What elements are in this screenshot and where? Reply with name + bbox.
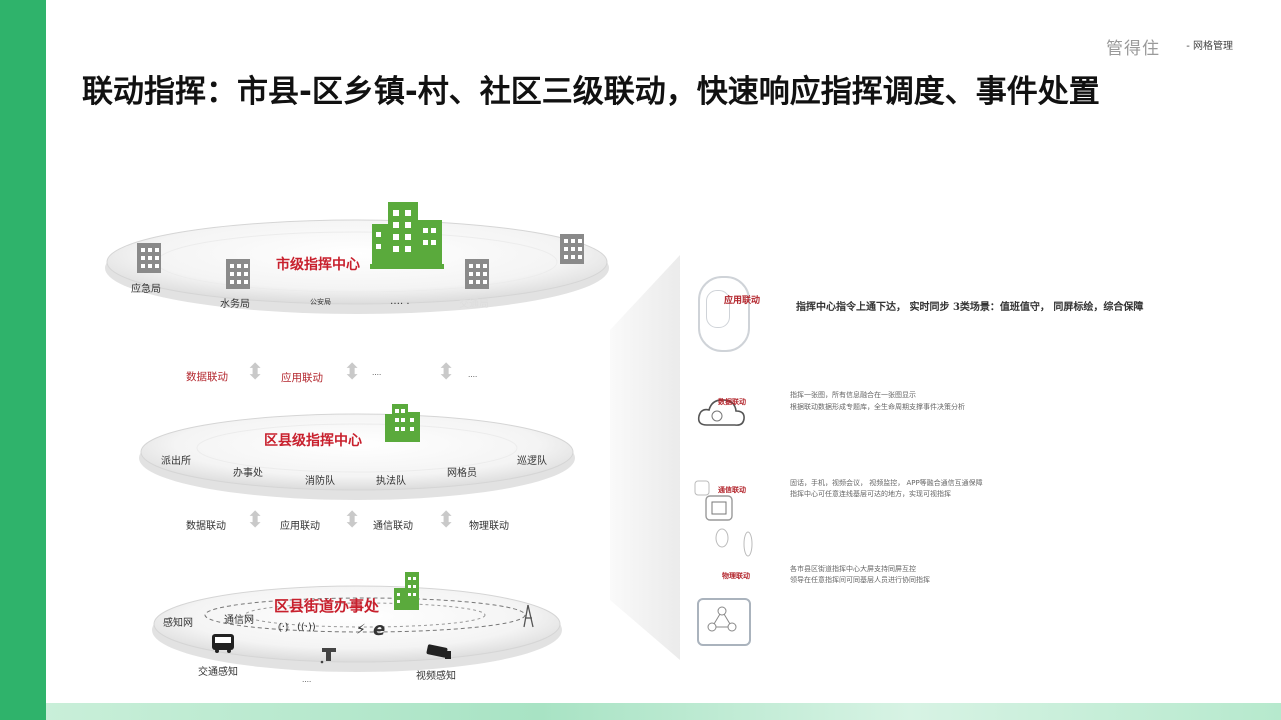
transport-bureau-building-icon <box>465 259 489 289</box>
antenna-icon <box>523 604 534 628</box>
panel-label-data: 数据联动 <box>718 398 746 406</box>
updown-arrow-icon: ⬍ <box>246 360 265 385</box>
panel-label-app: 应用联动 <box>724 296 761 306</box>
logo-subtitle: - 网格管理 <box>1186 41 1233 52</box>
dept-label-police: 公安局 <box>310 298 331 306</box>
city-hq-building-icon <box>370 202 444 269</box>
link1-more-2: …. <box>468 371 478 379</box>
updown-arrow-icon: ⬍ <box>343 508 362 533</box>
panel-label-comm: 通信联动 <box>718 486 746 494</box>
link2-data: 数据联动 <box>186 521 226 532</box>
link1-more-1: …. <box>372 369 382 377</box>
panel-text-data-1: 指挥一张图，所有信息融合在一张图显示 <box>790 391 916 399</box>
updown-arrow-icon: ⬍ <box>246 508 265 533</box>
dept-label-emergency: 应急局 <box>131 284 161 295</box>
page-title: 联动指挥：市县-区乡镇-村、社区三级联动，快速响应指挥调度、事件处置 <box>82 74 1100 110</box>
street-network-ring <box>204 597 526 633</box>
district-hq-building-icon <box>385 404 420 442</box>
app-link-icon <box>698 276 750 352</box>
street-label-video: 视频感知 <box>416 671 456 682</box>
dept-label-water: 水务局 <box>220 299 250 310</box>
communication-icon <box>692 478 762 560</box>
unit-label-patrol: 巡逻队 <box>517 456 547 467</box>
dept-label-more: …. . <box>390 296 410 307</box>
updown-arrow-icon: ⬍ <box>343 360 362 385</box>
panel-text-data-2: 根据联动数据形成专题库，全生命周期支撑事件决策分析 <box>790 403 965 411</box>
district-center-title: 区县级指挥中心 <box>264 433 362 449</box>
updown-arrow-icon: ⬍ <box>437 508 456 533</box>
app-link-inner-ring <box>706 290 730 328</box>
street-office-building-icon <box>394 572 419 610</box>
street-label-traffic: 交通感知 <box>198 667 238 678</box>
link1-app: 应用联动 <box>281 372 323 384</box>
panel-text-physical-2: 领导在任意指挥间可同基层人员进行协同指挥 <box>790 576 930 584</box>
panel-text-physical-1: 各市县区街道指挥中心大屏支持同屏互控 <box>790 565 916 573</box>
district-disc-ring <box>196 423 518 473</box>
lightning-icon: ⚡ <box>356 622 366 638</box>
bottom-accent-band <box>46 703 1281 720</box>
unit-label-police-station: 派出所 <box>161 456 191 467</box>
water-bureau-building-icon <box>226 259 250 289</box>
link2-app: 应用联动 <box>280 521 320 532</box>
city-center-title: 市级指挥中心 <box>276 257 360 273</box>
hydrant-icon <box>320 648 336 664</box>
link1-data: 数据联动 <box>186 371 228 383</box>
link2-physical: 物理联动 <box>469 521 509 532</box>
panel-text-comm-2: 指挥中心可任意连线基层可达的地方，实现可视指挥 <box>790 490 951 498</box>
unit-label-grid-staff: 网格员 <box>447 468 477 479</box>
other-bureau-building-icon <box>560 234 584 264</box>
dept-label-transport: 交通局 <box>459 299 489 310</box>
street-disc <box>153 585 561 663</box>
cloud-data-icon <box>697 395 747 429</box>
street-network-ring-inner <box>244 602 486 628</box>
physical-link-icon <box>697 598 751 646</box>
district-disc <box>140 413 574 491</box>
bus-icon <box>212 634 234 653</box>
street-label-more: …. <box>302 676 312 684</box>
browser-icon: e <box>373 619 386 640</box>
panel-text-comm-1: 固话，手机，视频会议， 视频监控， APP等融合通信互通保障 <box>790 479 983 487</box>
connector-fan <box>610 255 680 660</box>
link2-comm: 通信联动 <box>373 521 413 532</box>
wifi-signal-icon: ⦅·⦆ <box>278 620 289 633</box>
street-label-comm-net: 通信网 <box>224 615 254 626</box>
unit-label-fire-brigade: 消防队 <box>305 476 335 487</box>
wireless-signal-icon: ((·)) <box>297 622 316 633</box>
left-accent-bar <box>0 0 46 720</box>
panel-text-app: 指挥中心指令上通下达， 实时同步 3类场景：值班值守， 同屏标绘，综合保障 <box>796 302 1144 313</box>
unit-label-enforcement: 执法队 <box>376 476 406 487</box>
street-center-title: 区县街道办事处 <box>274 597 380 615</box>
emergency-bureau-building-icon <box>137 243 161 273</box>
panel-label-physical: 物理联动 <box>722 572 750 580</box>
camera-icon <box>426 644 451 659</box>
logo-text: 管得住 <box>1106 39 1160 59</box>
street-label-sensing-net: 感知网 <box>163 618 193 629</box>
updown-arrow-icon: ⬍ <box>437 360 456 385</box>
unit-label-office: 办事处 <box>233 468 263 479</box>
